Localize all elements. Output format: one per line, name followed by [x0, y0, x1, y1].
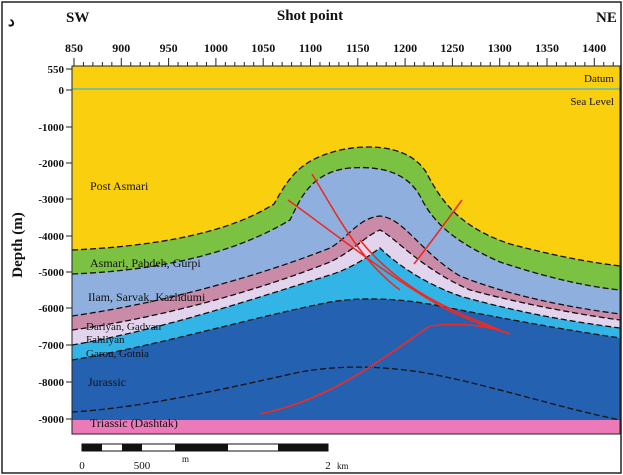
fahliyan-base-boundary — [72, 247, 620, 346]
x-tick-label: 900 — [112, 41, 130, 55]
asmari-label: Asmari, Pabdeh, Gurpi — [90, 256, 201, 270]
triassic-label: Triassic (Dashtak) — [90, 416, 178, 430]
depth-axis-title: Depth (m) — [10, 212, 26, 277]
scale-km-unit: km — [337, 461, 349, 471]
x-axis-ticks: 850 900 950 1000 1050 1100 1150 1200 1250 1300 135… — [65, 41, 614, 66]
y-tick-label: -6000 — [38, 303, 64, 315]
x-tick-label: 1200 — [393, 41, 417, 55]
fault-line-4 — [259, 323, 511, 415]
scale-m-unit: m — [182, 454, 189, 464]
x-tick-label: 850 — [65, 41, 83, 55]
y-tick-label: -9000 — [38, 414, 64, 426]
ilam-label: Ilam, Sarvak, Kazhdumi — [88, 290, 206, 304]
jurassic-label: Jurassic — [88, 375, 126, 389]
dariyan-base-boundary — [72, 229, 620, 331]
y-tick-label: -8000 — [38, 377, 64, 389]
asmari-layer — [72, 146, 620, 290]
scale-bar: 0 500 m 2 km — [79, 443, 349, 472]
datum-label: Datum — [584, 73, 614, 85]
ilam-layer — [72, 167, 620, 316]
y-tick-label: -4000 — [38, 231, 64, 243]
x-tick-label: 1400 — [582, 41, 606, 55]
dariyan-label: Dariyan, Gadvan — [86, 321, 162, 333]
scale-end-label: 2 — [325, 460, 331, 472]
plot-area — [72, 66, 620, 434]
asmari-base-boundary — [72, 166, 620, 291]
ilam-base-boundary — [72, 215, 620, 317]
fault-line-1 — [287, 199, 511, 335]
y-tick-label: -2000 — [38, 158, 64, 170]
x-tick-label: 1150 — [346, 41, 369, 55]
scale-mid-label: 500 — [134, 460, 151, 472]
fault-line-2 — [311, 173, 401, 291]
garou-base-boundary — [72, 298, 620, 361]
jurassic-upper-layer — [72, 298, 620, 420]
ne-direction-label: NE — [596, 10, 617, 26]
jurassic-base-boundary — [72, 366, 620, 421]
y-tick-label: -7000 — [38, 340, 64, 352]
shot-point-title: Shot point — [277, 8, 343, 24]
sea-level-label: Sea Level — [570, 96, 614, 108]
x-tick-label: 950 — [160, 41, 178, 55]
y-axis-ticks: 550 0 -1000 -2000 -3000 -4000 -5000 -6000 -7000 -… — [38, 64, 72, 426]
panel-letter: د — [8, 14, 15, 30]
garou-label: Garou, Gotnia — [86, 348, 149, 360]
x-tick-label: 1300 — [488, 41, 512, 55]
y-tick-label: 0 — [59, 85, 65, 97]
post-asmari-layer — [72, 66, 620, 266]
plot-frame — [71, 65, 621, 435]
y-tick-label: -3000 — [38, 194, 64, 206]
asmari-top-boundary — [72, 146, 620, 267]
fault-line-5 — [359, 239, 501, 331]
y-tick-label: 550 — [48, 64, 65, 76]
y-tick-label: -5000 — [38, 267, 64, 279]
x-tick-label: 1100 — [299, 41, 322, 55]
x-tick-label: 1250 — [440, 41, 464, 55]
x-tick-label: 1000 — [204, 41, 228, 55]
scale-start-label: 0 — [79, 460, 85, 472]
fahliyan-label: Fahliyan — [86, 334, 125, 346]
sw-direction-label: SW — [66, 10, 89, 26]
y-tick-label: -1000 — [38, 122, 64, 134]
x-tick-label: 1350 — [535, 41, 559, 55]
fault-line-3 — [413, 199, 463, 265]
x-tick-label: 1050 — [251, 41, 275, 55]
post-asmari-label: Post Asmari — [90, 179, 149, 193]
